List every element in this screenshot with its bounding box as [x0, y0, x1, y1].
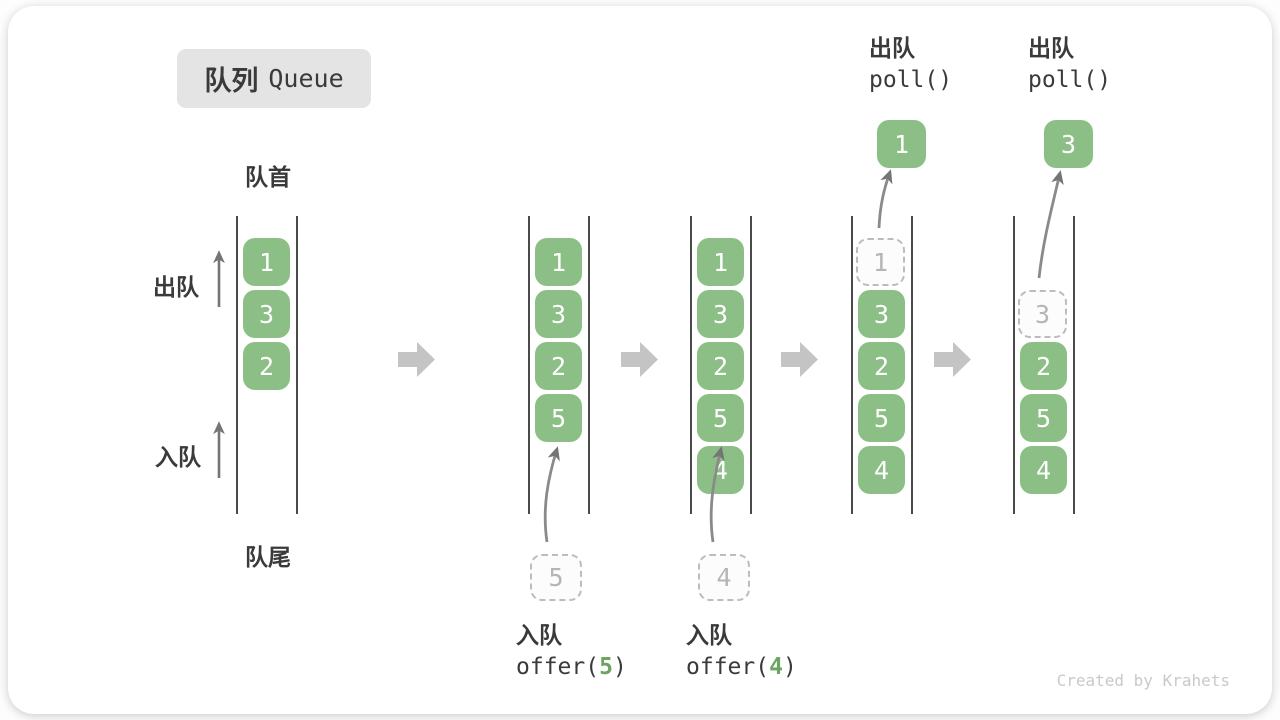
op-arg: 4: [769, 654, 783, 680]
queue-item: 1: [535, 238, 582, 286]
queue-item: 1: [697, 238, 744, 286]
queue-state-4: 1 3 2 5 4: [851, 216, 913, 514]
op-code: offer(4): [686, 654, 797, 680]
queue-state-2: 1 3 2 5: [528, 216, 590, 514]
op-code: offer(5): [516, 654, 627, 680]
label-queue-rear: 队尾: [245, 544, 291, 570]
enqueue-op-label: 入队 offer(5): [516, 624, 627, 679]
enqueue-op-label: 入队 offer(4): [686, 624, 797, 679]
queue-item: 2: [535, 342, 582, 390]
polled-item: 3: [1044, 120, 1093, 168]
queue-item: 2: [243, 342, 290, 390]
queue-state-1: 1 3 2: [236, 216, 298, 514]
queue-item: 4: [858, 446, 905, 494]
label-enqueue: 入队: [155, 444, 201, 470]
polled-item: 1: [877, 120, 926, 168]
op-arg: 5: [599, 654, 613, 680]
queue-item: 2: [1020, 342, 1067, 390]
op-code: poll(): [1028, 67, 1112, 93]
dequeue-op-label: 出队 poll(): [869, 37, 952, 92]
queue-item: 3: [535, 290, 582, 338]
queue-item: 5: [858, 394, 905, 442]
queue-item: 2: [697, 342, 744, 390]
queue-item: 3: [697, 290, 744, 338]
diagram-title: 队列 Queue: [177, 49, 371, 108]
incoming-item-ghost: 4: [698, 554, 750, 601]
op-zh: 出队: [869, 35, 915, 61]
op-zh: 入队: [516, 622, 562, 648]
queue-state-3: 1 3 2 5 4: [690, 216, 752, 514]
queue-item: 5: [697, 394, 744, 442]
diagram-card: 队列 Queue 队首 队尾 出队 入队 1 3 2 1 3 2 5 5 入队 …: [8, 6, 1272, 714]
label-queue-front: 队首: [245, 164, 291, 190]
op-zh: 出队: [1028, 35, 1074, 61]
title-en: Queue: [268, 64, 344, 93]
queue-item: 4: [1020, 446, 1067, 494]
removed-item-ghost: 1: [856, 238, 905, 286]
removed-item-ghost: 3: [1018, 290, 1067, 338]
queue-item: 3: [243, 290, 290, 338]
dequeue-op-label: 出队 poll(): [1028, 37, 1111, 92]
queue-item: 3: [858, 290, 905, 338]
title-zh: 队列: [204, 66, 259, 96]
queue-item: 4: [697, 446, 744, 494]
queue-item: 5: [1020, 394, 1067, 442]
op-code: poll(): [869, 67, 953, 93]
watermark: Created by Krahets: [1056, 671, 1230, 690]
queue-item: 2: [858, 342, 905, 390]
queue-state-5: 3 2 5 4: [1013, 216, 1075, 514]
incoming-item-ghost: 5: [530, 554, 582, 601]
queue-item: 5: [535, 394, 582, 442]
op-zh: 入队: [686, 622, 732, 648]
label-dequeue: 出队: [153, 274, 199, 300]
queue-item: 1: [243, 238, 290, 286]
